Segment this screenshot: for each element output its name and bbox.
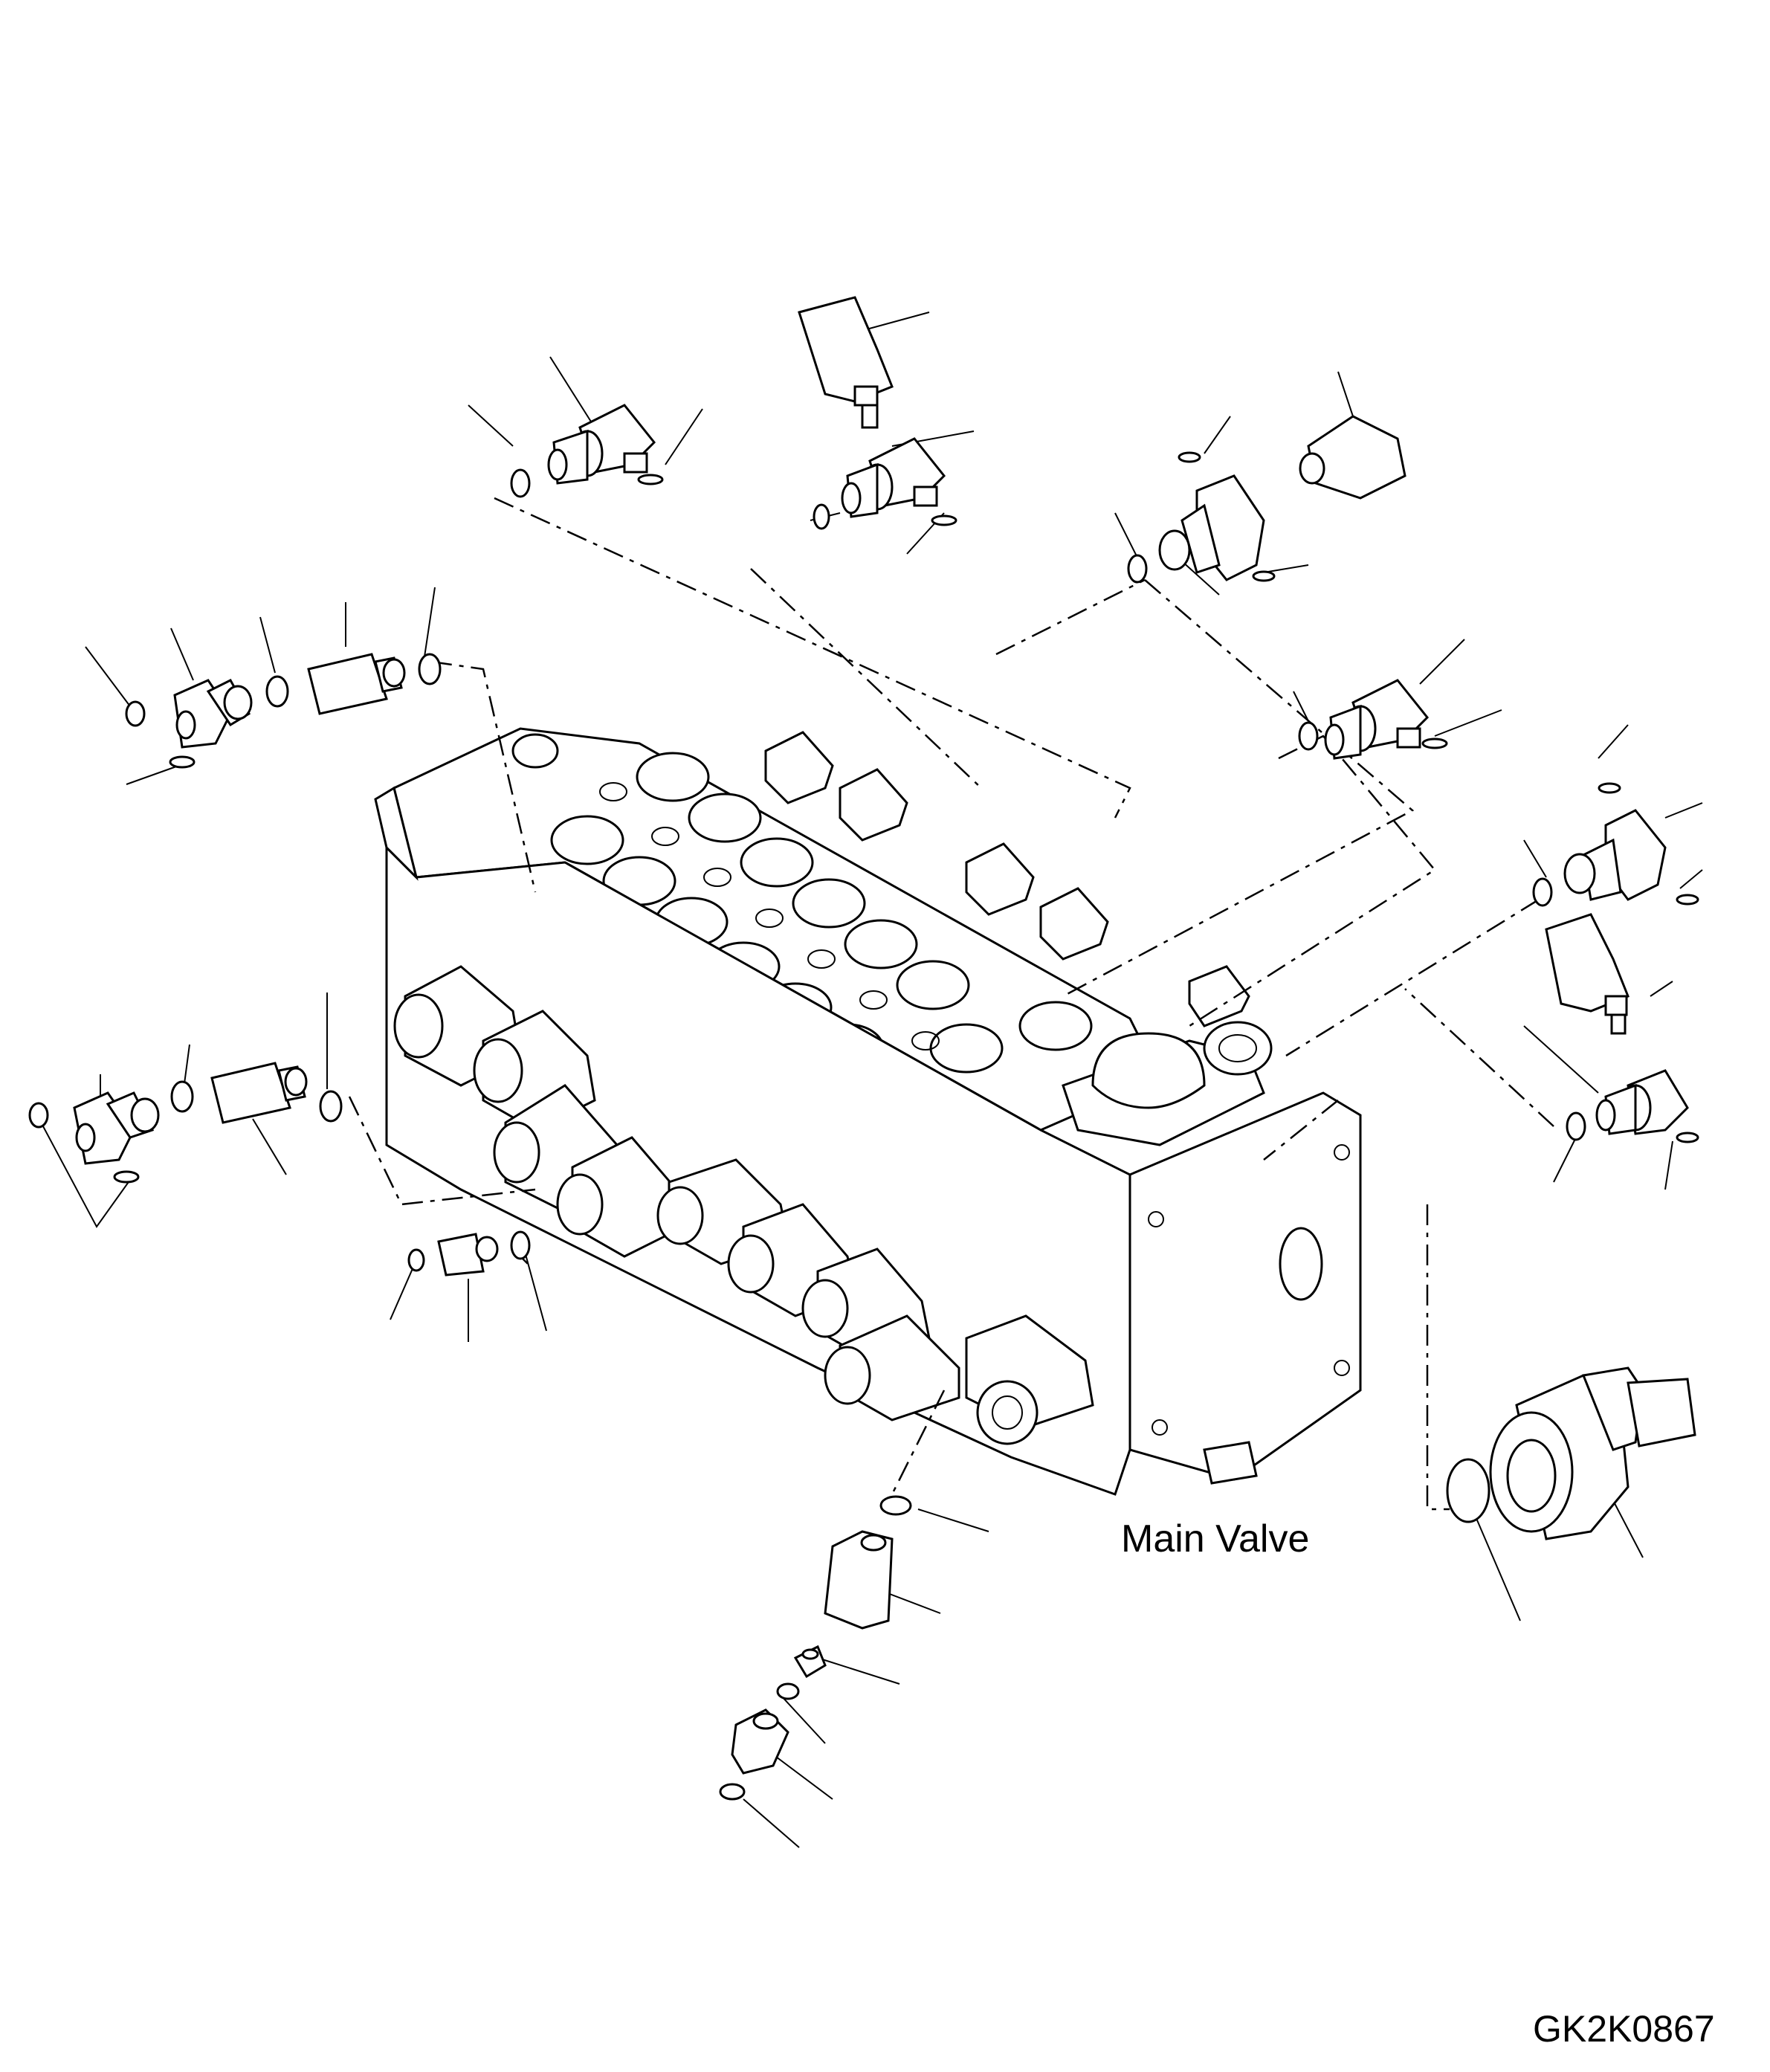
adapter-left-lower [170, 1062, 343, 1124]
elbow-fitting-right-upper [1298, 679, 1448, 760]
elbow-fitting-left-lower [28, 1091, 160, 1184]
upper-plugs [511, 731, 1250, 1027]
tee-fitting-top-right [1127, 451, 1276, 584]
elbow-fitting-right-lower [1566, 1069, 1699, 1143]
elbow-fitting-left-upper [125, 679, 253, 769]
main-valve-label: Main Valve [1121, 1517, 1310, 1561]
straight-connector-left-bottom [407, 1230, 531, 1277]
pressure-sensor-top-center [798, 296, 894, 429]
end-plate-port [1279, 1227, 1323, 1301]
spool-caps [393, 965, 1094, 1445]
elbow-fitting-top-left [510, 404, 664, 498]
relief-valve-cap [1091, 1032, 1206, 1109]
large-elbow-fitting [1446, 1366, 1696, 1540]
main-valve-body [374, 727, 1362, 1496]
bottom-fitting-stack [719, 1495, 912, 1801]
adapter-left-upper [265, 653, 442, 715]
figure-code: GK2K0867 [1533, 2008, 1715, 2050]
pressure-sensor-right [1545, 913, 1630, 1035]
assembly-lines [348, 497, 1554, 1511]
pressure-switch-top-right [1299, 415, 1406, 500]
elbow-fitting-top-center [813, 437, 957, 530]
tee-fitting-right-middle [1532, 782, 1699, 907]
